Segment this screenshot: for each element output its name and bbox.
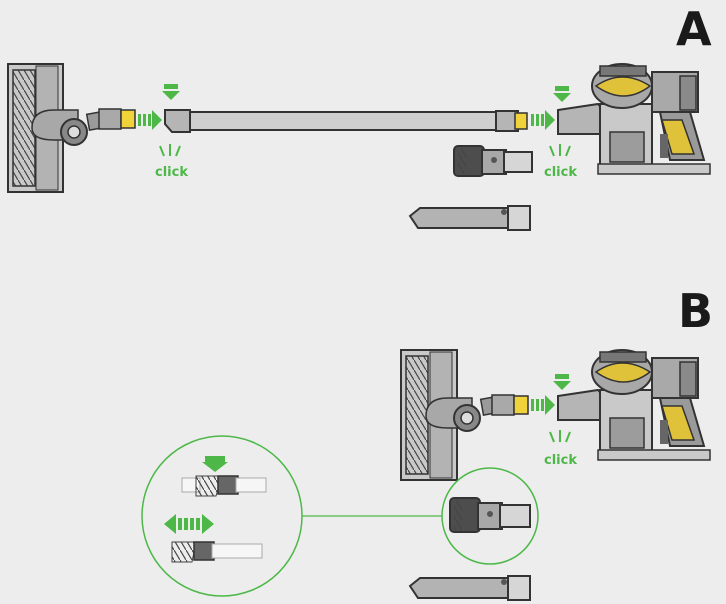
crevice-tool-a (410, 206, 530, 230)
click-burst-icon (550, 430, 570, 442)
click-label-2: click (544, 165, 577, 180)
combination-tool-a (454, 146, 532, 176)
arrow-right-icon (138, 110, 162, 130)
floor-head-a (8, 64, 135, 192)
arrow-right-icon (531, 110, 555, 130)
click-label-1: click (155, 165, 188, 180)
arrow-down-icon (162, 84, 180, 100)
arrow-down-icon (553, 374, 571, 390)
click-burst-icon (550, 144, 570, 156)
wand-tube (165, 110, 527, 132)
click-burst-icon (160, 144, 180, 156)
combination-tool-detail-circle (442, 468, 538, 564)
main-body-b (558, 350, 710, 460)
arrow-down-icon (553, 86, 571, 102)
crevice-tool-b (410, 576, 530, 600)
main-body-a (558, 64, 710, 174)
floor-head-b (401, 350, 528, 480)
arrow-right-icon (531, 395, 555, 415)
click-label-3: click (544, 453, 577, 468)
